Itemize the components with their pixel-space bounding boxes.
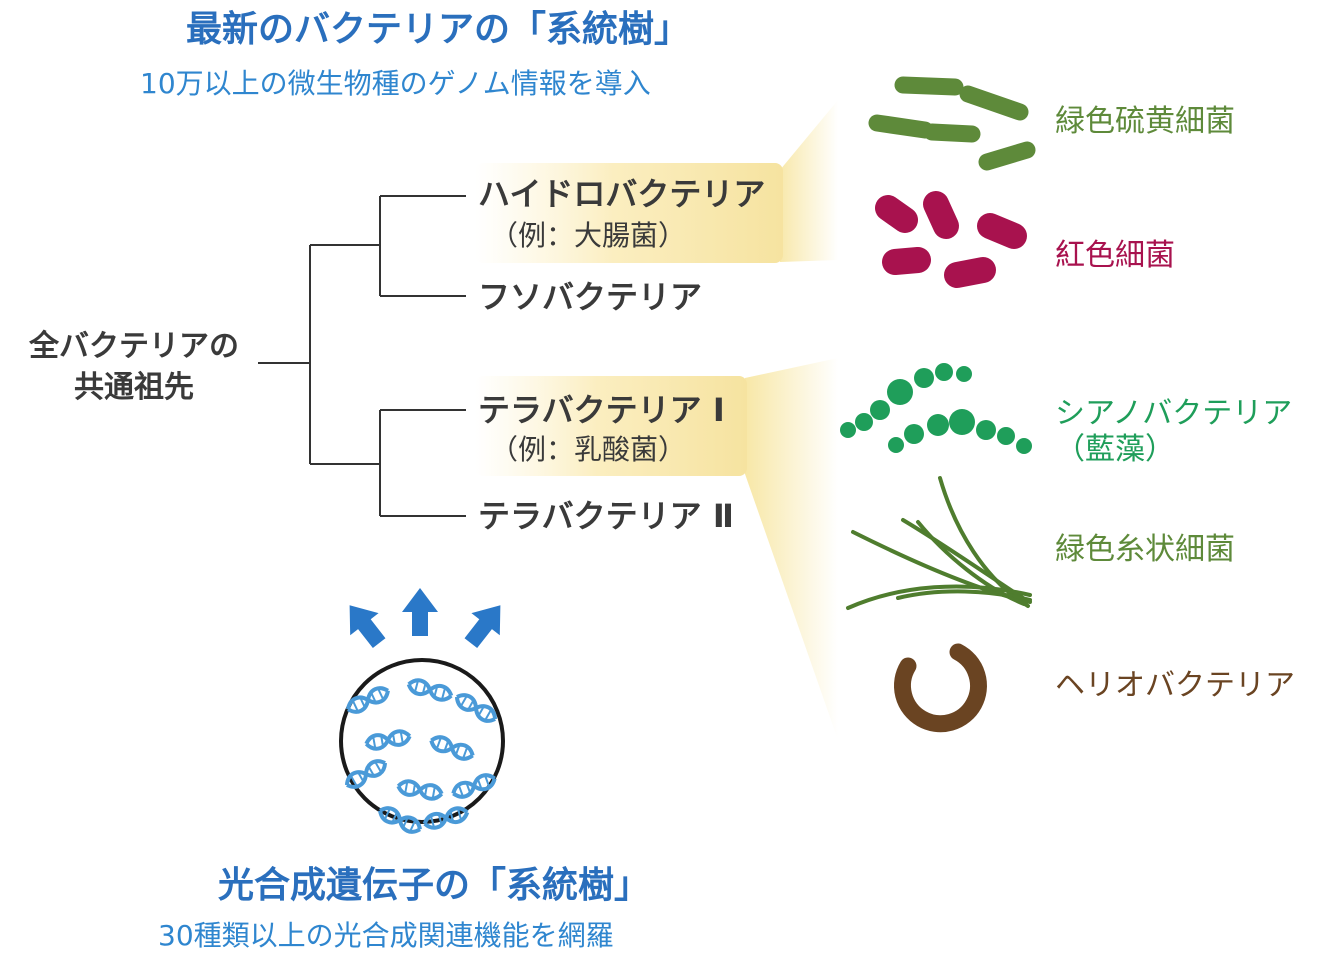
highlight-box-hydrobacteria — [475, 163, 783, 263]
genome-cell-icon — [339, 658, 505, 834]
highlight-fan-hydrobacteria — [780, 100, 838, 262]
group-label-green-filament: 緑色糸状細菌 — [1055, 532, 1235, 567]
cyanobacteria-icon — [840, 363, 1032, 454]
dna-helix-icon — [422, 806, 470, 830]
purple-bacteria-icon — [875, 191, 1027, 288]
green-filamentous-bacteria-icon — [846, 476, 1032, 610]
top-title: 最新のバクテリアの「系統樹」 — [186, 9, 691, 50]
root-label-line2: 共通祖先 — [74, 369, 194, 405]
bottom-subtitle: 30種類以上の光合成関連機能を網羅 — [158, 919, 614, 952]
dna-helix-icon — [451, 773, 497, 799]
clade-hydrobacteria-example: （例：大腸菌） — [490, 219, 687, 252]
group-label-purple: 紅色細菌 — [1055, 238, 1175, 273]
clade-terrabacteria1: テラバクテリア Ⅰ — [478, 391, 725, 429]
highlight-box-terrabacteria1 — [475, 376, 747, 476]
phylogenetic-tree — [258, 195, 466, 517]
group-label-cyano-name: シアノバクテリア — [1055, 396, 1293, 431]
bottom-title: 光合成遺伝子の「系統樹」 — [218, 865, 651, 906]
dna-helix-icon — [344, 759, 388, 789]
arrows-icon — [349, 588, 501, 649]
highlight-fan-terrabacteria1 — [745, 358, 838, 740]
dna-helix-icon — [396, 779, 444, 801]
clade-terrabacteria2: テラバクテリア Ⅱ — [478, 497, 734, 535]
root-label-line1: 全バクテリアの — [29, 329, 239, 364]
dna-helix-icon — [346, 686, 390, 714]
clade-fusobacteria: フソバクテリア — [478, 278, 703, 316]
dna-helix-icons — [344, 678, 498, 834]
dna-helix-icon — [378, 806, 422, 834]
heliobacteria-icon — [893, 643, 987, 733]
group-label-green-sulfur: 緑色硫黄細菌 — [1055, 104, 1235, 139]
group-label-helio: ヘリオバクテリア — [1055, 668, 1295, 703]
group-label-cyano: シアノバクテリア （藍藻） — [1055, 396, 1292, 468]
group-label-cyano-alias: （藍藻） — [1055, 432, 1175, 467]
root-label: 全バクテリアの 共通祖先 — [14, 327, 254, 408]
top-subtitle: 10万以上の微生物種のゲノム情報を導入 — [140, 67, 651, 100]
dna-helix-icon — [454, 693, 498, 723]
dna-helix-icon — [364, 729, 412, 751]
clade-hydrobacteria: ハイドロバクテリア — [478, 175, 766, 213]
dna-helix-icon — [429, 735, 475, 761]
dna-helix-icon — [406, 678, 454, 702]
clade-terrabacteria1-example: （例：乳酸菌） — [490, 433, 687, 466]
green-sulfur-bacteria-icon — [868, 76, 1036, 171]
